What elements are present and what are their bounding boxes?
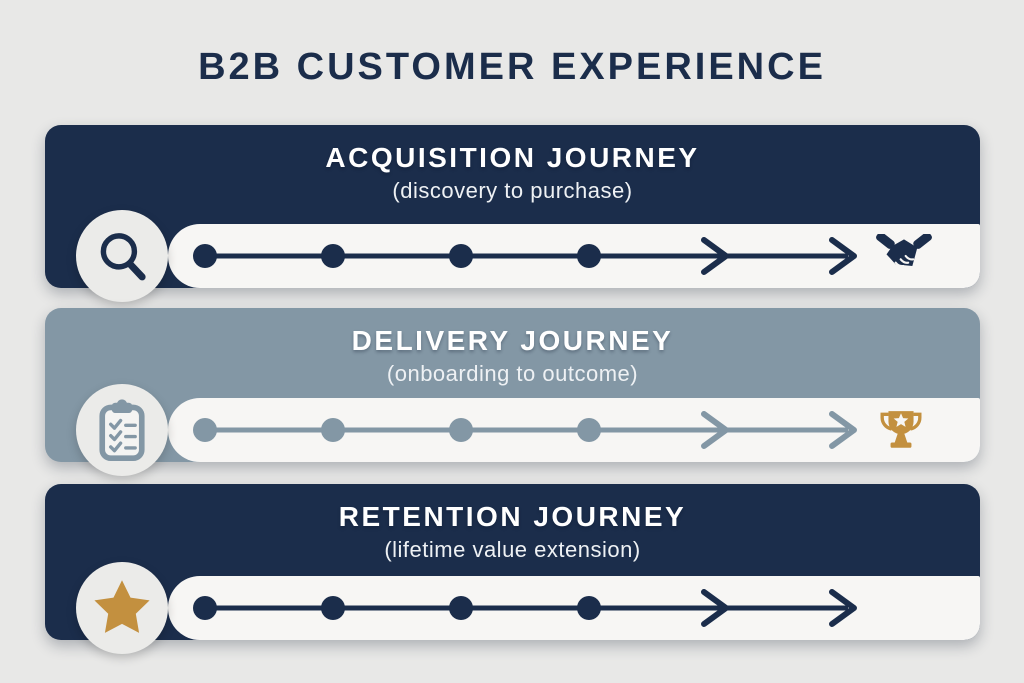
timeline-dot — [193, 418, 217, 442]
timeline-track — [193, 237, 857, 275]
timeline-dot — [449, 596, 473, 620]
timeline-2 — [168, 576, 980, 640]
journey-title: RETENTION JOURNEY — [338, 501, 687, 532]
retention-journey-card: RETENTION JOURNEY (lifetime value extens… — [45, 484, 980, 654]
timeline-dot — [193, 596, 217, 620]
timeline-dot — [321, 418, 345, 442]
trophy-icon — [878, 407, 924, 453]
journey-subtitle: (lifetime value extension) — [384, 537, 641, 562]
start-icon-badge — [76, 384, 168, 476]
timeline-dot — [577, 418, 601, 442]
timeline-dot — [321, 244, 345, 268]
acquisition-journey-card: ACQUISITION JOURNEY (discovery to purcha… — [45, 125, 980, 302]
timeline-dot — [449, 244, 473, 268]
timeline-track — [193, 589, 857, 627]
timeline-dot — [321, 596, 345, 620]
timeline-dot — [449, 418, 473, 442]
start-icon-badge — [76, 210, 168, 302]
journey-title: ACQUISITION JOURNEY — [325, 142, 700, 173]
journey-subtitle: (onboarding to outcome) — [386, 361, 639, 386]
star-icon — [94, 580, 150, 633]
journey-subtitle: (discovery to purchase) — [392, 178, 633, 203]
timeline-dot — [577, 596, 601, 620]
timeline-dot — [193, 244, 217, 268]
journey-title: DELIVERY JOURNEY — [351, 325, 674, 356]
timeline-1 — [168, 398, 980, 462]
handshake-icon — [874, 234, 934, 278]
search-icon — [100, 233, 146, 281]
delivery-journey-card: DELIVERY JOURNEY (onboarding to outcome) — [45, 308, 980, 476]
timeline-track — [193, 411, 857, 449]
start-icon-badge — [76, 562, 168, 654]
clipboard-checklist-icon — [99, 399, 145, 462]
page-title: B2B CUSTOMER EXPERIENCE — [198, 46, 826, 88]
timeline-dot — [577, 244, 601, 268]
timeline-0 — [168, 224, 980, 288]
